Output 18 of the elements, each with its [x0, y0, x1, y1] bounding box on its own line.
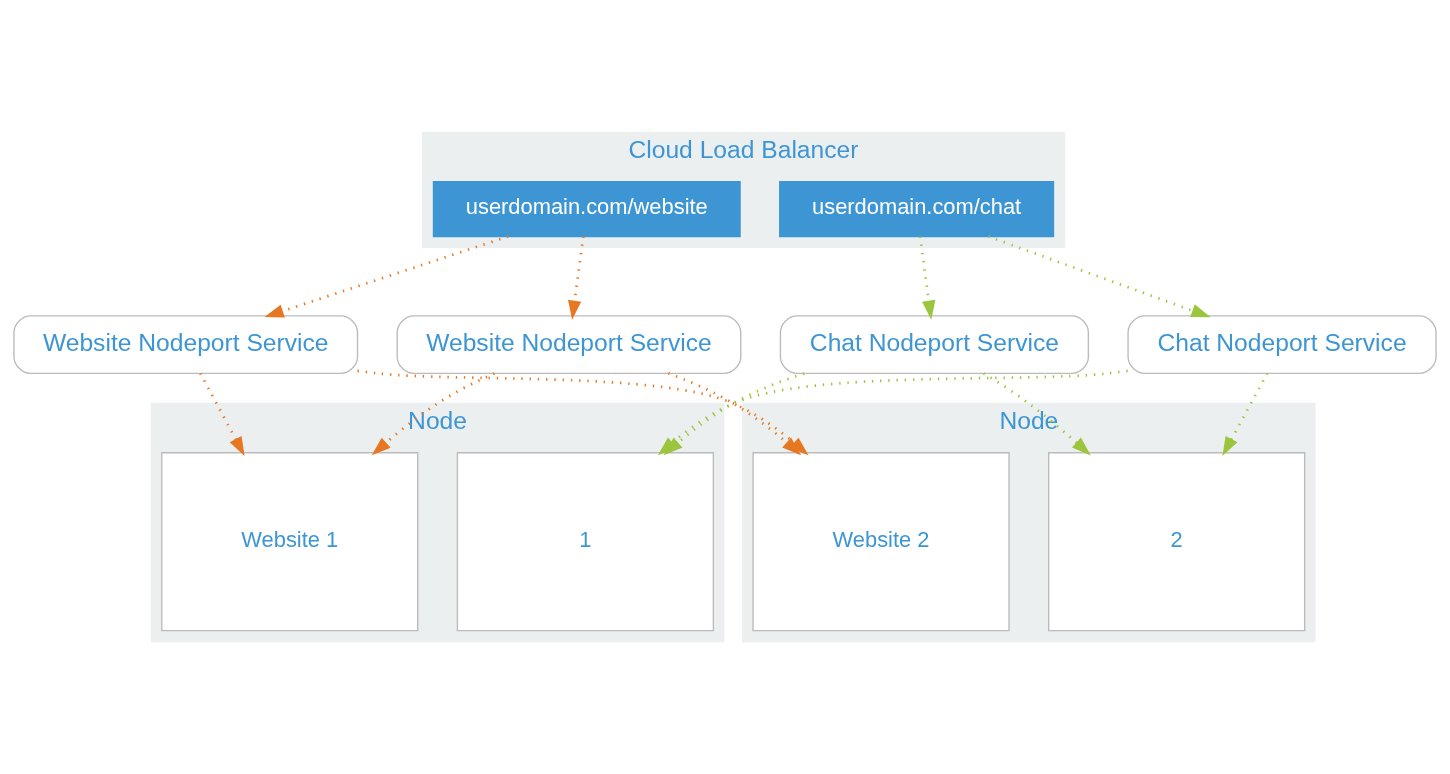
node-box: userdomain.com/chat: [779, 181, 1055, 238]
node-box: userdomain.com/website: [432, 181, 741, 238]
arrow: [1222, 372, 1269, 456]
node-box: Website 2: [752, 452, 1010, 632]
arrow: [199, 372, 245, 456]
node-box: Chat Nodeport Service: [1127, 315, 1437, 374]
node-box: Website 1: [161, 452, 419, 632]
node-box: Website Nodeport Service: [396, 315, 742, 374]
node-box: 2: [1048, 452, 1306, 632]
arrow: [371, 372, 495, 456]
node-box: 1: [456, 452, 715, 632]
node-box: Chat Nodeport Service: [779, 315, 1090, 374]
arrow: [987, 235, 1211, 318]
arrow: [918, 236, 936, 320]
arrow: [264, 235, 509, 318]
node-box: Website Nodeport Service: [13, 315, 359, 374]
arrow: [568, 236, 585, 320]
arrow: [982, 372, 1091, 456]
